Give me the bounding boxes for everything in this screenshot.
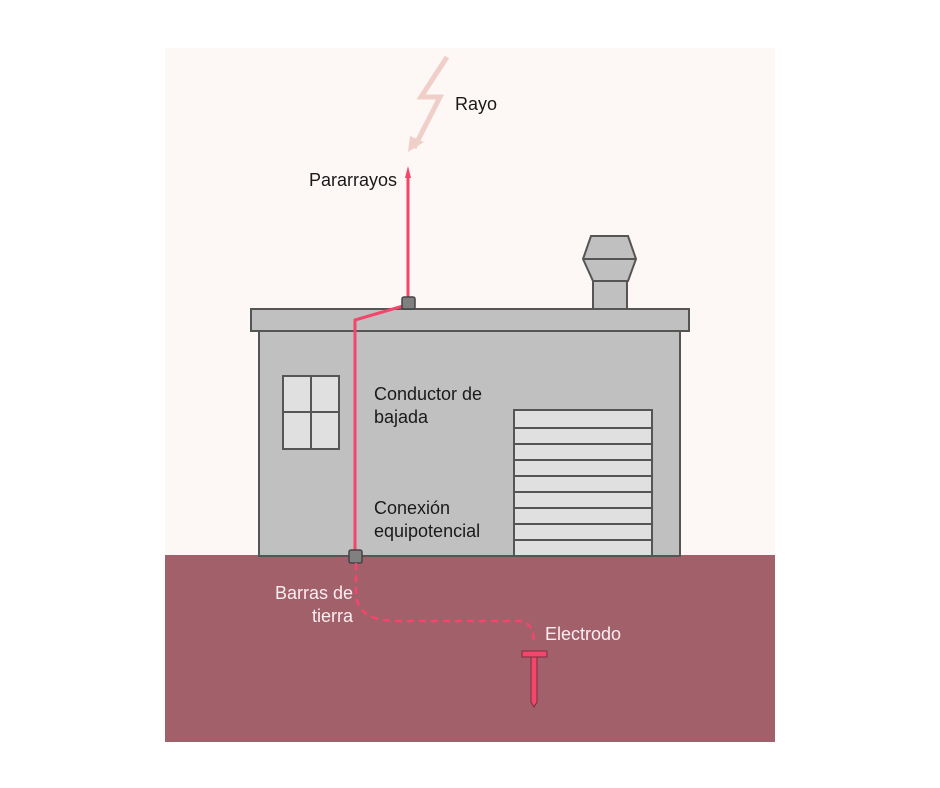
label-conexion-line1: Conexión xyxy=(374,498,450,518)
roof-vent xyxy=(581,235,638,311)
ground-electrode xyxy=(521,650,548,708)
label-barras-line1: Barras de xyxy=(275,583,353,603)
lightning-bolt-icon xyxy=(408,55,450,152)
bonding-connector xyxy=(348,549,363,564)
label-electrodo: Electrodo xyxy=(545,624,621,644)
roof xyxy=(250,308,690,332)
ground xyxy=(165,555,775,742)
label-barras-line2: tierra xyxy=(312,606,354,626)
garage-door xyxy=(513,409,653,557)
air-terminal-rod xyxy=(405,166,411,298)
window xyxy=(282,375,340,450)
label-conductor-line1: Conductor de xyxy=(374,384,482,404)
ground-conductor xyxy=(354,563,536,646)
down-conductor xyxy=(353,304,404,551)
label-conductor-line2: bajada xyxy=(374,407,429,427)
air-terminal-base xyxy=(401,296,416,310)
label-rayo: Rayo xyxy=(455,94,497,114)
label-pararrayos: Pararrayos xyxy=(309,170,397,190)
label-conexion-line2: equipotencial xyxy=(374,521,480,541)
